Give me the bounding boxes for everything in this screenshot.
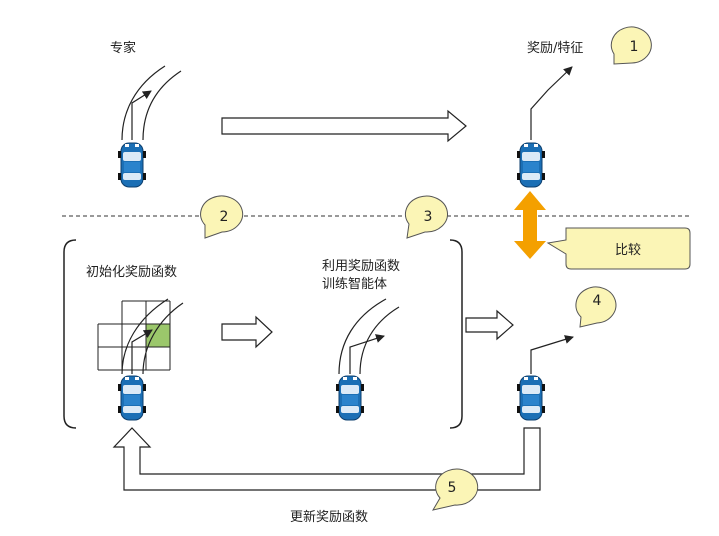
svg-text:3: 3 [424,209,433,225]
training-car-icon [335,375,365,421]
init-reward-label: 初始化奖励函数 [86,265,177,280]
training-trajectory-right [359,306,400,375]
training-trajectory-left [338,298,387,375]
reward-grid [97,298,184,375]
reward-feature-label: 奖励/特征 [527,41,583,56]
feedback-loop-arrow [112,427,541,491]
expert-label: 专家 [110,40,136,56]
expert-action-arrow [131,90,152,140]
callout-4: 4 [575,286,617,328]
callout-2: 2 [200,195,244,239]
reward-feature-trajectory [530,66,573,140]
init-car-icon [117,375,147,421]
compare-label: 比较 [615,243,641,258]
expert-car-icon [117,142,147,188]
expert-trajectory-left [121,65,166,141]
loop-bracket-right [449,239,463,429]
callout-5: 5 [431,468,479,511]
training-action-arrow [349,334,385,374]
callout-1: 1 [610,26,652,65]
callout-3: 3 [405,195,448,239]
agent-car-icon [516,375,546,421]
expert-trajectory-right [142,70,182,141]
update-reward-label: 更新奖励函数 [290,509,368,525]
grid-to-training-arrow [221,315,273,349]
svg-text:2: 2 [220,209,229,225]
use-reward-label-line1: 利用奖励函数 [322,259,400,274]
svg-text:5: 5 [448,480,457,496]
reward-car-icon [516,142,546,188]
svg-text:1: 1 [630,39,639,55]
compare-arrow [514,191,546,259]
compare-callout: 比较 [546,227,691,270]
use-reward-label-line2: 训练智能体 [322,277,387,292]
expert-to-reward-arrow [221,109,467,143]
training-to-agent-arrow [465,309,514,341]
svg-text:4: 4 [593,293,602,309]
agent-action-arrow [530,335,574,374]
loop-bracket-left [63,239,77,429]
